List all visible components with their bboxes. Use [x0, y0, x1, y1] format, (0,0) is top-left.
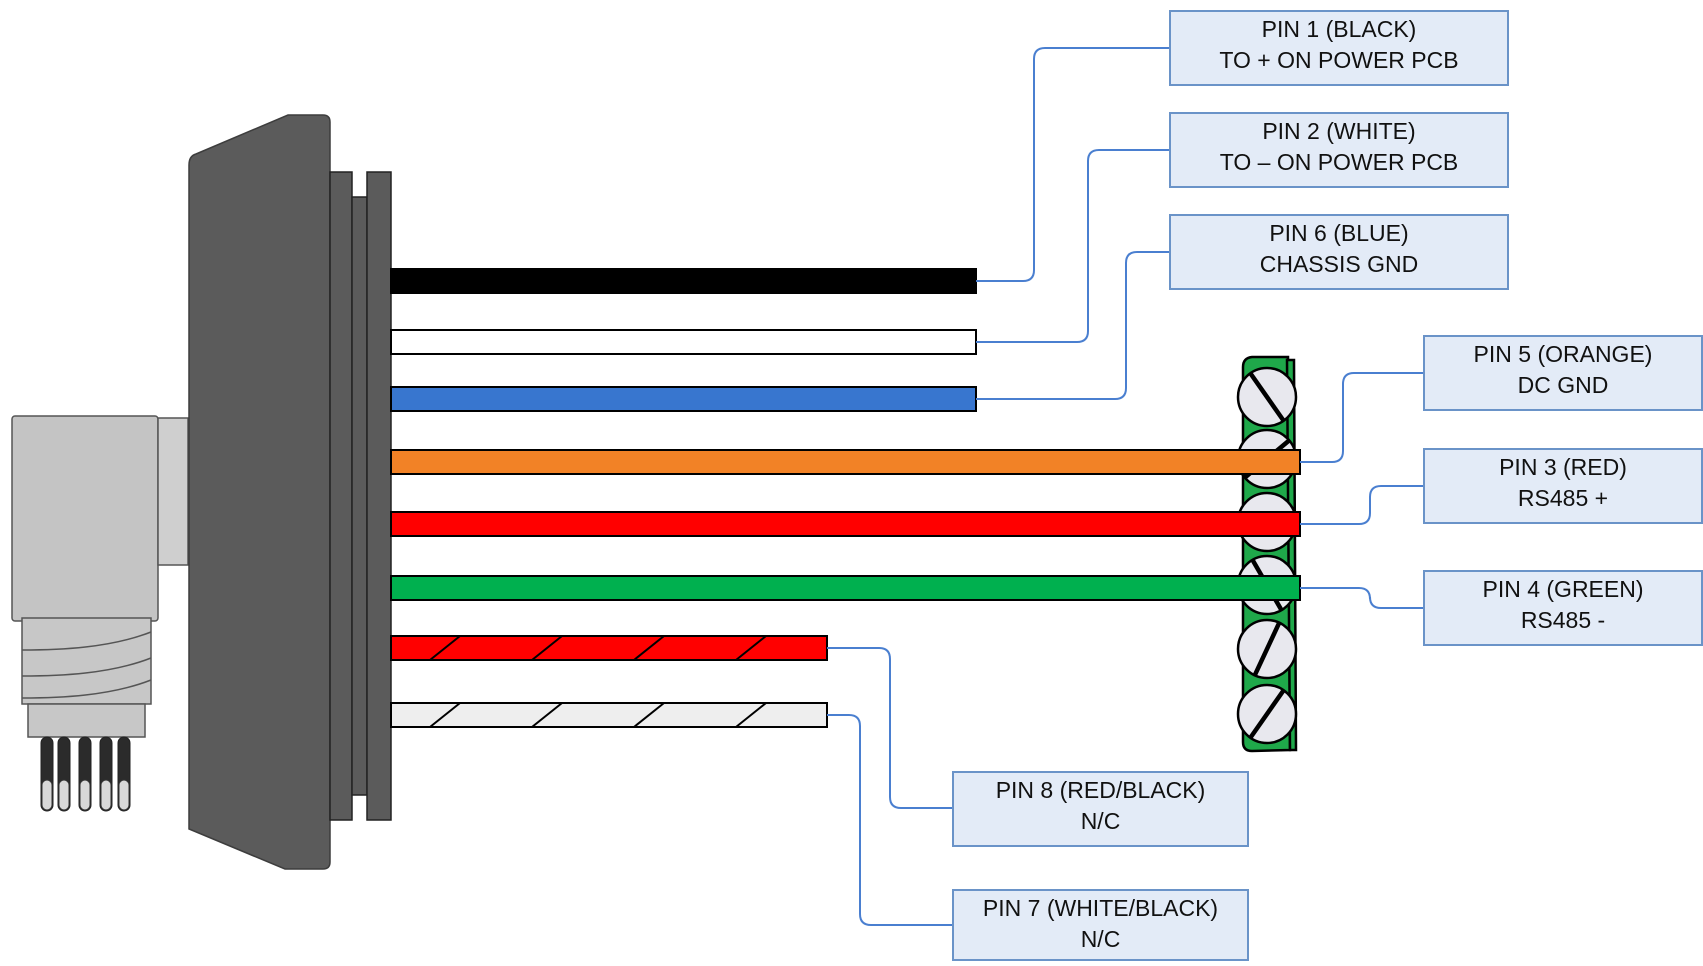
label-pin6: PIN 6 (BLUE) CHASSIS GND [1169, 214, 1509, 290]
wire-pin7-stripe [531, 702, 563, 728]
wire-pin2 [390, 329, 977, 355]
label-pin1-line1: PIN 1 (BLACK) [1261, 16, 1417, 42]
wire-pin1 [390, 268, 977, 294]
connector-plate-outer [329, 171, 353, 821]
leader-line-pin6 [976, 251, 1169, 400]
terminal-screw-slot [1252, 621, 1282, 677]
connector-body [188, 114, 392, 870]
connector-plug [11, 415, 189, 812]
wire-pin8-stripe [531, 635, 563, 661]
wire-pin5 [390, 449, 1301, 475]
leader-line-pin7 [827, 714, 952, 926]
terminal-block-rail [1285, 358, 1298, 752]
leader-line-pin1 [976, 47, 1169, 282]
label-pin5-line1: PIN 5 (ORANGE) [1473, 341, 1653, 367]
label-pin4-line2: RS485 - [1520, 607, 1606, 633]
wire-pin4 [390, 575, 1301, 601]
wire-pin7-stripe [735, 702, 767, 728]
plug-pin-tip [41, 779, 53, 811]
leader-line-pin5 [1300, 372, 1423, 463]
plug-pins [40, 736, 131, 812]
connector-flange [188, 114, 331, 870]
connector-plate-mid [351, 196, 368, 796]
plug-thread-ridge [21, 679, 152, 699]
label-pin6-line1: PIN 6 (BLUE) [1269, 220, 1409, 246]
wire-pin3 [390, 511, 1301, 537]
plug-pin-tip [79, 779, 91, 811]
label-pin2-line1: PIN 2 (WHITE) [1262, 118, 1416, 144]
plug-pin-tip [118, 779, 130, 811]
plug-thread [21, 617, 152, 705]
wire-pin7-stripe [633, 702, 665, 728]
leader-line-pin2 [976, 149, 1169, 343]
label-pin8: PIN 8 (RED/BLACK) N/C [952, 771, 1249, 847]
plug-pin-tip [58, 779, 70, 811]
wire-pin8-stripe [735, 635, 767, 661]
plug-thread-ridge [21, 631, 152, 651]
label-pin3-line2: RS485 + [1517, 485, 1609, 511]
leader-lines [827, 47, 1423, 926]
label-pin7: PIN 7 (WHITE/BLACK) N/C [952, 889, 1249, 961]
plug-housing [11, 415, 159, 622]
terminal-screw-slot [1248, 688, 1286, 740]
label-pin4-line1: PIN 4 (GREEN) [1482, 576, 1644, 602]
label-pin6-line2: CHASSIS GND [1259, 251, 1419, 277]
label-pin1-line2: TO + ON POWER PCB [1219, 47, 1459, 73]
wire-pin8 [390, 635, 828, 661]
terminal-block [1236, 355, 1298, 753]
wire-group [390, 268, 1301, 728]
label-pin5: PIN 5 (ORANGE) DC GND [1423, 335, 1703, 411]
label-pin1: PIN 1 (BLACK) TO + ON POWER PCB [1169, 10, 1509, 86]
label-pin3-line1: PIN 3 (RED) [1499, 454, 1627, 480]
wire-pin8-stripe [429, 635, 461, 661]
label-pin7-line1: PIN 7 (WHITE/BLACK) [982, 895, 1219, 921]
terminal-screw-slot [1248, 371, 1286, 423]
label-pin7-line2: N/C [1080, 926, 1121, 952]
leader-line-pin8 [827, 647, 952, 809]
label-pin2: PIN 2 (WHITE) TO – ON POWER PCB [1169, 112, 1509, 188]
label-pin4: PIN 4 (GREEN) RS485 - [1423, 570, 1703, 646]
wire-pin7-stripe [429, 702, 461, 728]
plug-pin-tip [100, 779, 112, 811]
leader-line-pin3 [1300, 485, 1423, 525]
leader-line-pin4 [1300, 587, 1423, 609]
wire-pin8-stripe [633, 635, 665, 661]
wire-pin6 [390, 386, 977, 412]
connector-plate-inner [366, 171, 392, 821]
label-pin2-line2: TO – ON POWER PCB [1219, 149, 1459, 175]
plug-collar [27, 703, 146, 738]
plug-thread-ridge [21, 657, 152, 677]
label-pin8-line2: N/C [1080, 808, 1121, 834]
plug-latch [157, 417, 189, 566]
label-pin8-line1: PIN 8 (RED/BLACK) [995, 777, 1206, 803]
label-pin5-line2: DC GND [1517, 372, 1609, 398]
label-pin3: PIN 3 (RED) RS485 + [1423, 448, 1703, 524]
